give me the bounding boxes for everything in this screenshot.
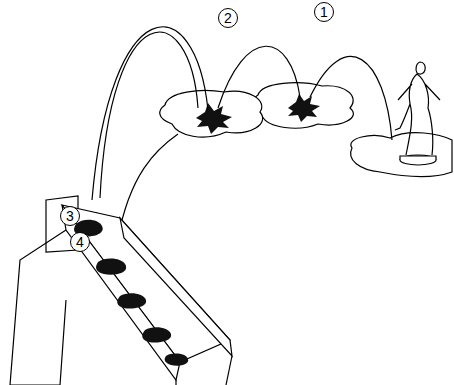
callout-number: 3 bbox=[60, 206, 80, 226]
callout-number: 2 bbox=[218, 8, 238, 28]
callout-number: 4 bbox=[70, 232, 90, 252]
callout-number: 1 bbox=[314, 2, 334, 22]
